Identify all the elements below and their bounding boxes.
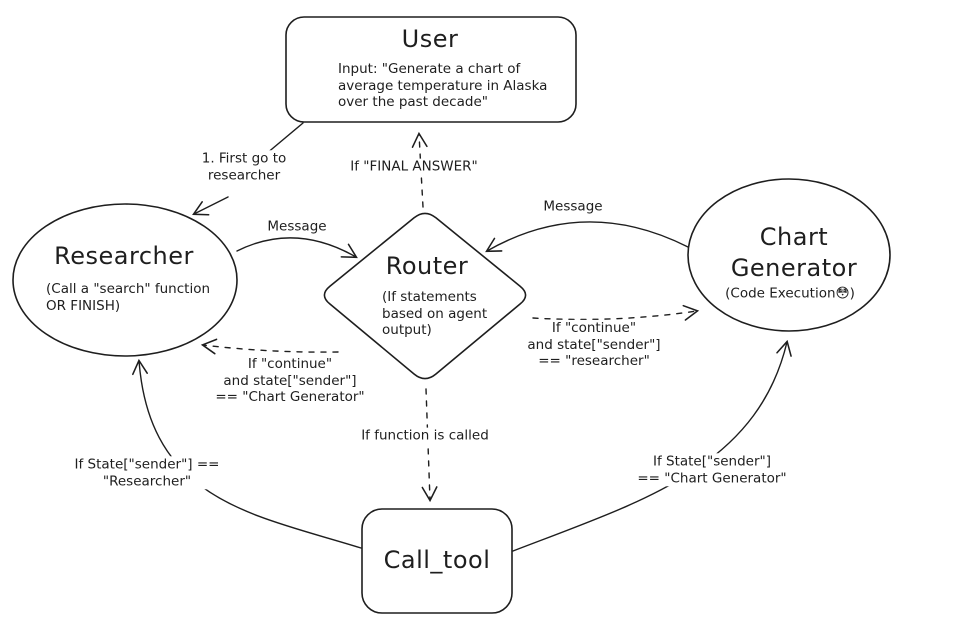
user-node-shape xyxy=(285,16,577,123)
router-node-title: Router xyxy=(385,252,469,281)
edge-researcher-to-router xyxy=(236,237,358,259)
edge-chart-generator-to-router xyxy=(485,221,689,253)
edge-user-to-researcher-seg1 xyxy=(265,122,304,155)
edge-label-first-go-to-researcher: 1. First go to researcher xyxy=(198,150,290,184)
user-node-body: Input: "Generate a chart of average temp… xyxy=(338,61,548,111)
edge-label-continue-researcher: If "continue" and state["sender"] == "re… xyxy=(524,319,664,371)
edge-label-state-sender-researcher: If State["sender"] == "Researcher" xyxy=(71,456,223,490)
edge-label-message-left: Message xyxy=(264,218,330,236)
user-node-title: User xyxy=(401,25,459,54)
researcher-node-shape xyxy=(12,203,238,357)
chart-generator-node-shape xyxy=(687,178,891,332)
edge-label-continue-chart-generator: If "continue" and state["sender"] == "Ch… xyxy=(212,355,368,407)
call-tool-node-shape xyxy=(361,508,513,614)
call-tool-node-title: Call_tool xyxy=(383,546,491,575)
router-node-shape xyxy=(323,212,527,380)
edge-router-to-call-tool xyxy=(421,388,438,503)
researcher-node-body: (Call a "search" function OR FINISH) xyxy=(46,281,211,314)
researcher-node-title: Researcher xyxy=(54,242,194,271)
chart-generator-node-title: Chart Generator xyxy=(730,222,858,282)
edge-label-message-right: Message xyxy=(540,198,606,216)
router-node-body: (If statements based on agent output) xyxy=(382,289,488,339)
edge-call-tool-to-researcher xyxy=(132,358,362,549)
chart-generator-node-body: (Code Execution😳) xyxy=(725,285,855,302)
edge-router-to-researcher xyxy=(200,338,339,355)
edge-label-final-answer: If "FINAL ANSWER" xyxy=(347,158,481,176)
edge-call-tool-to-chart-generator xyxy=(512,339,792,552)
edge-label-function-is-called: If function is called xyxy=(358,427,492,445)
edge-label-state-sender-chart-generator: If State["sender"] == "Chart Generator" xyxy=(634,453,790,487)
edge-user-to-researcher-seg2 xyxy=(192,196,229,216)
edge-router-to-chart-generator xyxy=(532,304,700,321)
